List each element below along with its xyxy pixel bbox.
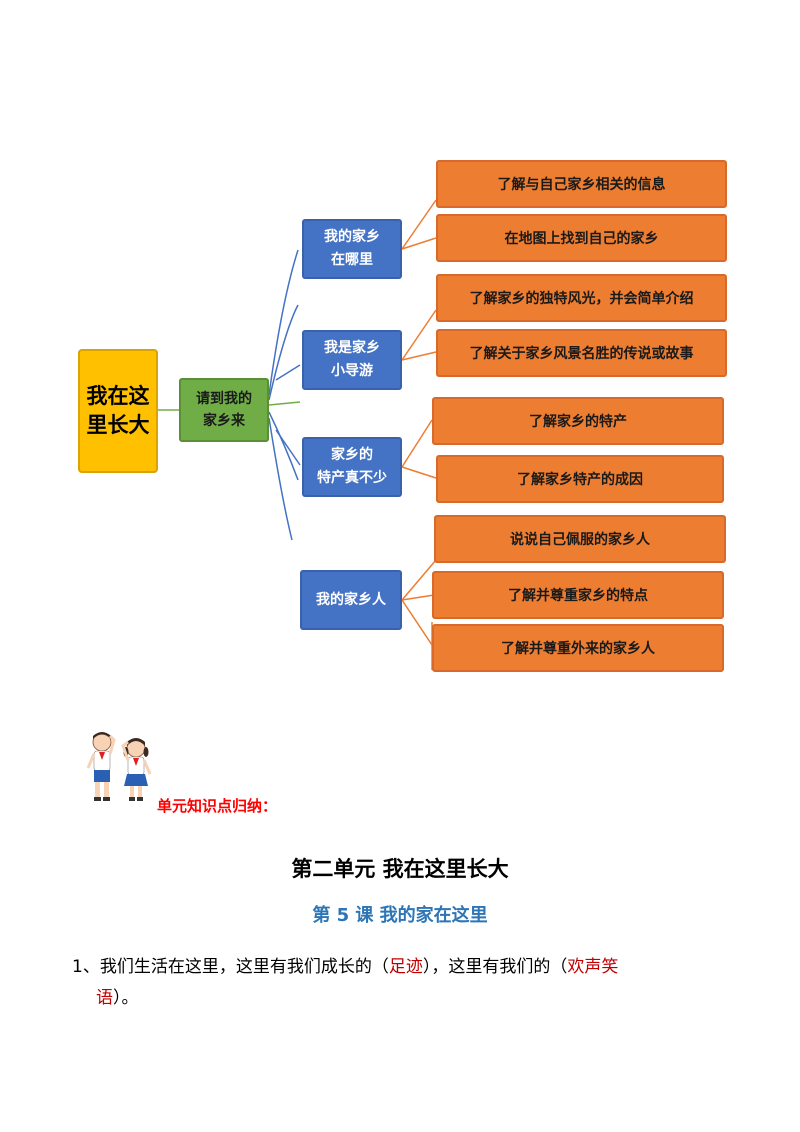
branch-line-2: 特产真不少 bbox=[317, 470, 387, 486]
section-heading: 单元知识点归纳： bbox=[157, 797, 278, 815]
branch-node-hometown-location: 我的家乡 在哪里 bbox=[302, 219, 402, 279]
leaf-node: 了解与自己家乡相关的信息 bbox=[436, 160, 727, 208]
mindmap-root-node: 我在这 里长大 bbox=[78, 349, 158, 473]
leaf-node: 了解并尊重外来的家乡人 bbox=[432, 624, 724, 672]
branch-node-specialties: 家乡的 特产真不少 bbox=[302, 437, 402, 497]
branch-line-1: 我是家乡 bbox=[324, 340, 380, 356]
branch-line-1: 我的家乡人 bbox=[316, 591, 386, 608]
leaf-node: 说说自己佩服的家乡人 bbox=[434, 515, 726, 563]
branch-line-1: 家乡的 bbox=[331, 447, 373, 463]
item-text: ）。 bbox=[113, 988, 139, 1008]
answer-blank: 语 bbox=[96, 988, 113, 1008]
saluting-children-illustration bbox=[86, 732, 152, 801]
answer-blank: 欢声笑 bbox=[567, 957, 619, 977]
answer-blank: 足迹 bbox=[388, 957, 423, 977]
unit-title: 第二单元 我在这里长大 bbox=[291, 857, 509, 881]
root-line-2: 里长大 bbox=[86, 413, 150, 437]
leaf-node: 了解关于家乡风景名胜的传说或故事 bbox=[436, 329, 727, 377]
root-line-1: 我在这 bbox=[86, 384, 150, 408]
mindmap-center-node: 请到我的 家乡来 bbox=[179, 378, 269, 442]
leaf-node: 在地图上找到自己的家乡 bbox=[436, 214, 727, 262]
lesson-title: 第 5 课 我的家在这里 bbox=[312, 905, 488, 926]
item-text: 我们生活在这里，这里有我们成长的（ bbox=[99, 957, 389, 977]
branch-node-hometown-people: 我的家乡人 bbox=[300, 570, 402, 630]
branch-line-2: 在哪里 bbox=[331, 252, 373, 268]
center-line-2: 家乡来 bbox=[203, 413, 245, 429]
leaf-node: 了解家乡特产的成因 bbox=[436, 455, 724, 503]
branch-node-tour-guide: 我是家乡 小导游 bbox=[302, 330, 402, 390]
branch-line-1: 我的家乡 bbox=[324, 229, 380, 245]
leaf-node: 了解家乡的特产 bbox=[432, 397, 724, 445]
knowledge-item-1: 1、我们生活在这里，这里有我们成长的（足迹），这里有我们的（欢声笑 语）。 bbox=[72, 952, 752, 1014]
leaf-node: 了解并尊重家乡的特点 bbox=[432, 571, 724, 619]
item-number: 1、 bbox=[72, 957, 100, 977]
branch-line-2: 小导游 bbox=[331, 363, 373, 379]
center-line-1: 请到我的 bbox=[196, 391, 252, 407]
item-text: ），这里有我们的（ bbox=[422, 957, 568, 977]
leaf-node: 了解家乡的独特风光，并会简单介绍 bbox=[436, 274, 727, 322]
